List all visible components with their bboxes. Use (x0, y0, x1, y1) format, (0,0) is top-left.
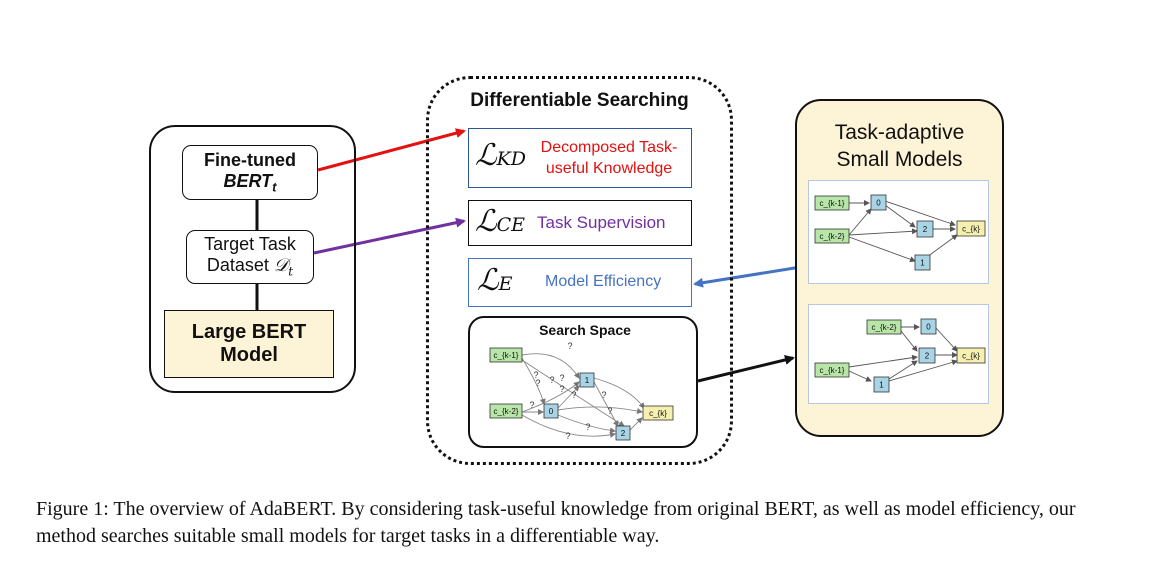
sm1-ck2-label: c_{k-2} (820, 232, 845, 241)
node-0-label: 0 (549, 407, 554, 416)
sm2-0-label: 0 (926, 323, 931, 332)
dataset-label-line2: Dataset 𝒟t (206, 255, 294, 279)
target-dataset-box: Target Task Dataset 𝒟t (186, 230, 314, 284)
finetuned-bert-label: BERTt (223, 170, 277, 195)
sm1-node-1 (914, 254, 931, 271)
ce-loss-box: ℒCE Task Supervision (468, 200, 692, 246)
large-bert-box: Large BERT Model (164, 310, 334, 378)
teacher-panel (149, 125, 356, 393)
node-2 (615, 425, 631, 441)
edge-label-q7: ? (559, 384, 564, 394)
node-ck2-label: c_{k-2} (494, 407, 519, 416)
small-models-title-line1: Task-adaptive (834, 121, 965, 144)
kd-loss-text: Decomposed Task-useful Knowledge (540, 139, 678, 177)
edge-label-q6: ? (529, 400, 534, 410)
dataset-label-line1: Target Task (204, 234, 296, 255)
search-space-box: Search Space ? ? ? ? ? ? (468, 316, 698, 448)
sm2-ck1-label: c_{k-1} (820, 366, 845, 375)
sm2-node-1 (873, 376, 890, 393)
sm1-ck1-label: c_{k-1} (820, 199, 845, 208)
small-model-1: c_{k-1} c_{k-2} 0 2 1 c_{k} (808, 180, 989, 284)
kd-arrow (317, 128, 466, 172)
node-ck-label: c_{k} (649, 409, 667, 418)
sm1-node-0 (870, 194, 887, 211)
search-panel (426, 76, 733, 465)
edge-label-q8: ? (571, 390, 576, 400)
edge-label-q9: ? (601, 390, 606, 400)
sm2-node-0 (920, 318, 937, 335)
sm2-2-label: 2 (925, 352, 930, 361)
edge-label-q2: ? (533, 370, 538, 380)
sm2-1-label: 1 (879, 381, 884, 390)
edge-label-q4: ? (549, 375, 554, 385)
sm2-node-ck1 (814, 362, 850, 378)
node-ck1 (489, 347, 523, 363)
edge-label-q1: ? (567, 341, 572, 351)
finetuned-label: Fine-tuned (204, 149, 296, 170)
node-1-label: 1 (585, 376, 590, 385)
edge-label-q12: ? (585, 422, 590, 432)
efficiency-arrow (693, 264, 808, 288)
sm1-0-label: 0 (876, 199, 881, 208)
ce-arrow (313, 217, 466, 255)
node-ck (642, 405, 674, 421)
ce-loss-text: Task Supervision (537, 213, 666, 232)
node-2-label: 2 (621, 429, 626, 438)
edge-label-q10: ? (607, 406, 612, 416)
ce-loss-symbol: ℒCE (475, 204, 526, 239)
finetuned-bert-box: Fine-tuned BERTt (182, 145, 318, 200)
sm2-node-ck2 (866, 319, 902, 335)
node-1 (579, 372, 595, 388)
efficiency-loss-box: ℒE Model Efficiency (468, 258, 692, 307)
sm1-2-label: 2 (923, 225, 928, 234)
node-ck1-label: c_{k-1} (494, 351, 519, 360)
kd-loss-box: ℒKD Decomposed Task-useful Knowledge (468, 128, 692, 188)
sm2-ck2-label: c_{k-2} (872, 323, 897, 332)
large-bert-line1: Large BERT (191, 321, 307, 343)
sm1-node-ck1 (814, 195, 850, 211)
large-bert-line2: Model (220, 344, 278, 366)
sm1-node-2 (916, 220, 934, 238)
sm1-node-ck2 (814, 228, 850, 244)
node-0 (543, 403, 559, 419)
small-model-2: c_{k-2} 0 2 c_{k-1} 1 c_{k} (808, 304, 989, 404)
sm2-ck-label: c_{k} (962, 352, 980, 361)
sm1-1-label: 1 (920, 259, 925, 268)
kd-loss-symbol: ℒKD (475, 138, 527, 173)
sm2-node-ck (956, 347, 986, 364)
edge-label-q11: ? (565, 431, 570, 441)
sm2-node-2 (918, 347, 936, 364)
e-loss-text: Model Efficiency (545, 273, 662, 290)
sm1-ck-label: c_{k} (962, 225, 980, 234)
small-models-title: Task-adaptive Small Models (795, 119, 1004, 173)
edge-label-q3: ? (535, 378, 540, 388)
search-space-title: Search Space (539, 322, 631, 338)
search-panel-title: Differentiable Searching (470, 90, 689, 111)
small-models-title-line2: Small Models (836, 148, 963, 171)
search-output-arrow (697, 355, 795, 383)
e-loss-symbol: ℒE (477, 263, 513, 298)
edge-label-q5: ? (559, 373, 564, 383)
figure-caption: Figure 1: The overview of AdaBERT. By co… (36, 498, 1076, 547)
small-model-2-graph: c_{k-2} 0 2 c_{k-1} 1 c_{k} (814, 318, 986, 393)
search-space-graph: ? ? ? ? ? ? ? ? ? ? ? ? c_{k-1} c_{k-2} … (489, 341, 674, 441)
node-ck2 (489, 403, 523, 419)
small-model-1-graph: c_{k-1} c_{k-2} 0 2 1 c_{k} (814, 194, 986, 271)
sm1-node-ck (956, 220, 986, 237)
